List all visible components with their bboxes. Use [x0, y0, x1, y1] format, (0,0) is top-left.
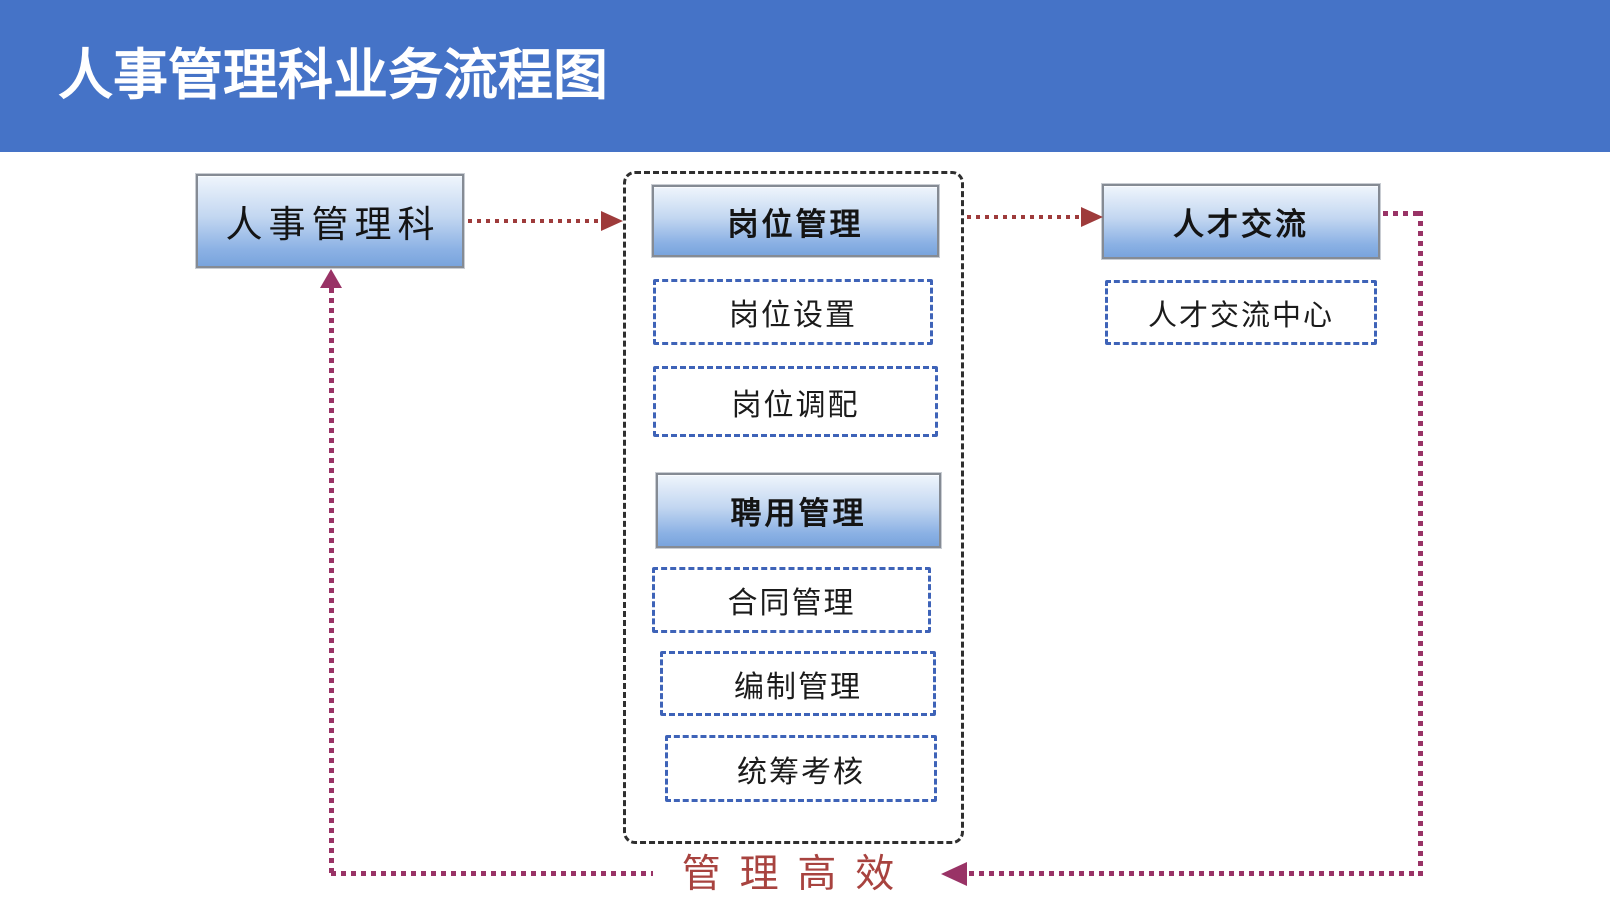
page-title: 人事管理科业务流程图 — [58, 44, 609, 106]
node-post-allocation: 岗位调配 — [653, 366, 938, 437]
node-employment-management: 聘用管理 — [656, 473, 941, 548]
node-overall-assessment-label: 统筹考核 — [737, 755, 865, 789]
loop-right-vertical-line — [1418, 211, 1423, 876]
loop-left-arrowhead-icon — [941, 862, 967, 886]
node-overall-assessment: 统筹考核 — [665, 735, 937, 802]
node-talent-exchange-center-label: 人才交流中心 — [1147, 299, 1334, 332]
footer-slogan: 管 理 高 效 — [681, 853, 899, 896]
edge-postgroup-to-talent-line — [967, 215, 1081, 219]
node-dept-label: 人事管理科 — [225, 204, 441, 245]
middle-group-container — [623, 171, 964, 844]
loop-up-arrowhead-icon — [320, 269, 342, 288]
node-post-management-label: 岗位管理 — [727, 206, 864, 242]
edge-dept-to-postgroup-line — [468, 219, 602, 223]
node-staffing-management: 编制管理 — [660, 651, 936, 716]
loop-bottom-left-line — [331, 871, 653, 876]
node-talent-exchange-label: 人才交流 — [1173, 207, 1309, 242]
node-post-setup: 岗位设置 — [653, 279, 933, 345]
node-post-setup-label: 岗位设置 — [729, 299, 857, 332]
node-dept: 人事管理科 — [196, 174, 464, 268]
node-contract-management-label: 合同管理 — [727, 587, 856, 620]
edge-dept-to-postgroup-arrowhead-icon — [601, 211, 623, 231]
loop-talent-stub-line — [1383, 211, 1422, 216]
node-contract-management: 合同管理 — [652, 567, 931, 633]
edge-postgroup-to-talent-arrowhead-icon — [1081, 207, 1103, 227]
node-post-management: 岗位管理 — [652, 185, 939, 257]
node-staffing-management-label: 编制管理 — [734, 670, 862, 704]
header-banner — [0, 0, 1610, 152]
loop-left-vertical-line — [329, 288, 334, 876]
node-employment-management-label: 聘用管理 — [730, 496, 867, 531]
node-talent-exchange-center: 人才交流中心 — [1105, 280, 1377, 345]
node-post-allocation-label: 岗位调配 — [731, 388, 860, 422]
node-talent-exchange: 人才交流 — [1102, 184, 1380, 259]
loop-bottom-right-line — [969, 871, 1420, 876]
